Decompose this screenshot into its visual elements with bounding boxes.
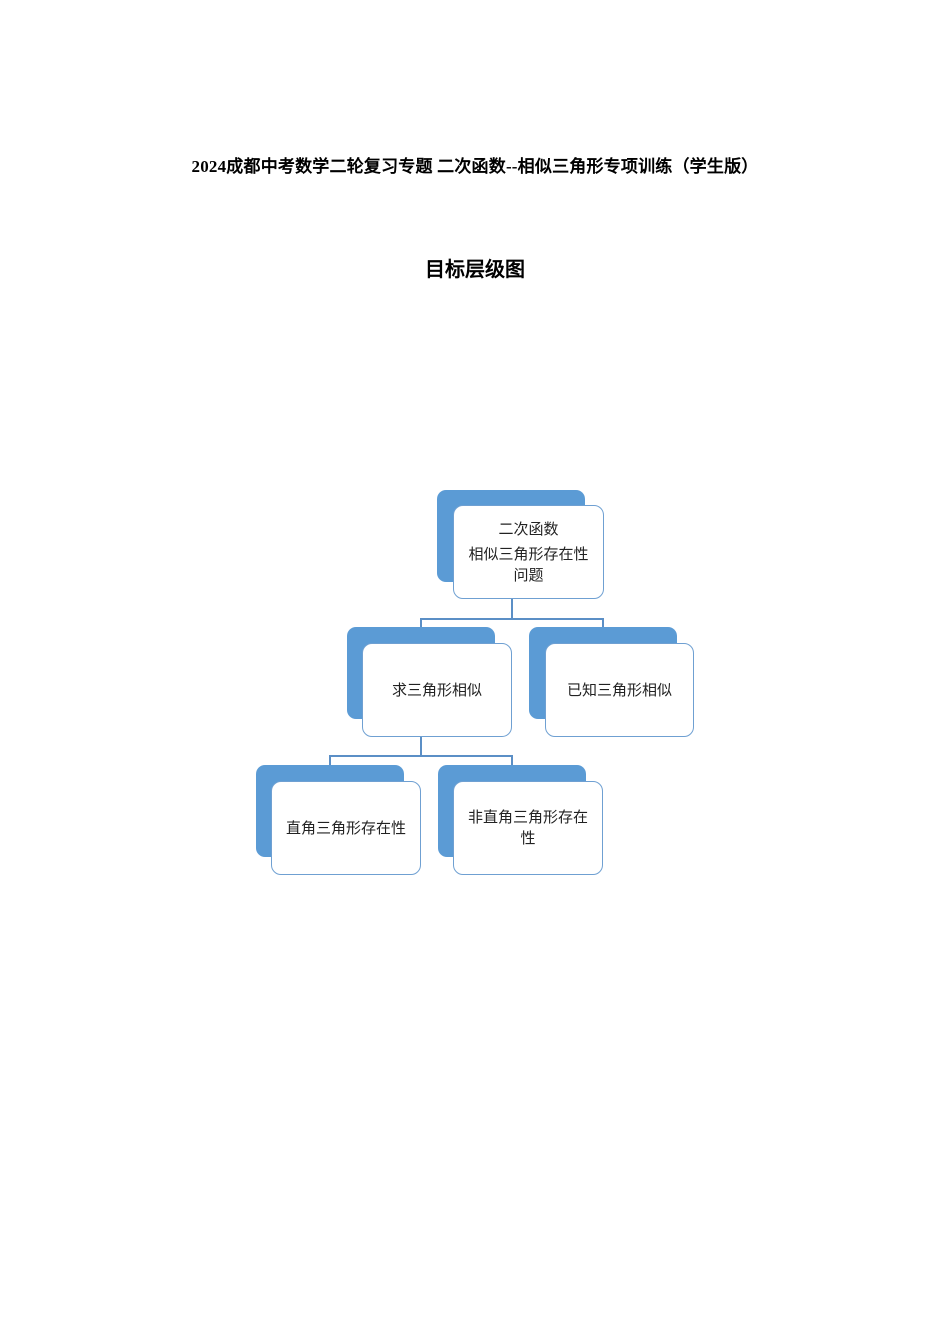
level3-node-label: 直角三角形存在性 <box>285 818 406 837</box>
root-node-line-2: 相似三角形存在性 <box>468 544 589 563</box>
connector-level2-left-tick <box>420 618 422 628</box>
connector-root-vertical <box>511 599 513 618</box>
connector-level3-left-tick <box>329 755 331 765</box>
document-title: 2024成都中考数学二轮复习专题 二次函数--相似三角形专项训练（学生版） <box>191 157 759 176</box>
root-node-line-3: 问题 <box>513 565 544 584</box>
connector-level2-right-tick <box>602 618 604 628</box>
level3-node-non-right-triangle: 非直角三角形存在性 <box>453 781 603 875</box>
root-node: 二次函数 相似三角形存在性 问题 <box>453 505 604 599</box>
connector-level3-right-tick <box>511 755 513 765</box>
level3-node-label: 非直角三角形存在性 <box>467 808 588 847</box>
level2-node-known-similar: 已知三角形相似 <box>545 643 694 737</box>
root-node-line-1: 二次函数 <box>498 519 559 538</box>
section-title: 目标层级图 <box>425 257 525 281</box>
connector-level2-vertical <box>420 737 422 755</box>
level3-node-right-triangle: 直角三角形存在性 <box>271 781 421 875</box>
level2-node-find-similar: 求三角形相似 <box>362 643 512 737</box>
level2-node-label: 已知三角形相似 <box>566 680 672 699</box>
connector-level2-horizontal <box>420 618 604 620</box>
connector-level3-horizontal <box>329 755 513 757</box>
level2-node-label: 求三角形相似 <box>391 680 482 699</box>
